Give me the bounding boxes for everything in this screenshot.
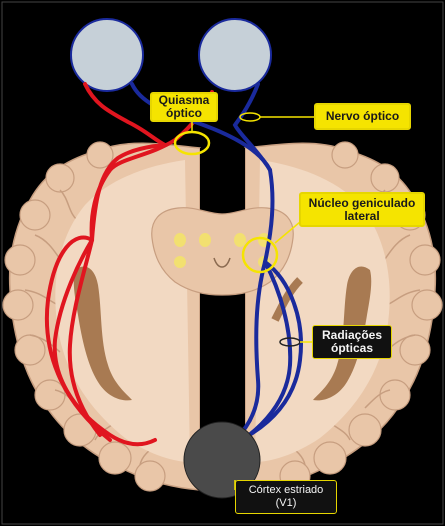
label-optic-radiations: Radiações ópticas: [312, 325, 392, 359]
label-optic-nerve: Nervo óptico: [314, 103, 411, 130]
right-eye: [199, 19, 271, 91]
label-striate-cortex: Córtex estriado (V1): [235, 480, 337, 514]
label-optic-chiasma: Quiasma óptico: [150, 92, 218, 122]
label-lateral-geniculate-nucleus: Núcleo geniculado lateral: [299, 192, 425, 227]
left-eye: [71, 19, 143, 91]
